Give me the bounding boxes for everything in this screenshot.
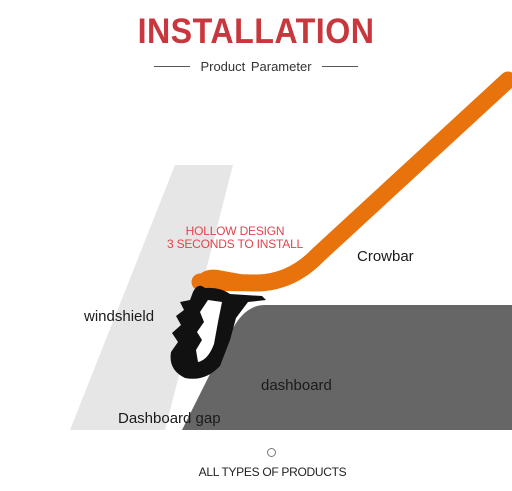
windshield-shape xyxy=(70,165,233,430)
page-title: INSTALLATION xyxy=(137,12,375,51)
crowbar-shape xyxy=(191,71,512,292)
callout-line-2: 3 SECONDS TO INSTALL xyxy=(166,237,304,251)
subtitle-rule-left xyxy=(154,65,191,67)
crowbar-tip-shape xyxy=(195,269,245,287)
dashboard-gap-label: Dashboard gap xyxy=(118,410,221,427)
footer-caption: ALL TYPES OF PRODUCTS xyxy=(198,465,347,479)
subtitle-row: Product Parameter xyxy=(0,57,512,75)
page-subtitle: Product Parameter xyxy=(200,58,312,74)
circle-icon xyxy=(267,448,276,457)
dashboard-label: dashboard xyxy=(261,377,332,394)
dashboard-shape xyxy=(182,305,512,430)
callout-line-1: HOLLOW DESIGN xyxy=(185,224,285,238)
windshield-label: windshield xyxy=(84,308,155,325)
hollow-design-callout: HOLLOW DESIGN 3 SECONDS TO INSTALL xyxy=(160,225,310,251)
seal-strip-shape xyxy=(170,285,266,379)
crowbar-label: Crowbar xyxy=(357,248,414,265)
seal-hollow-shape xyxy=(196,300,222,362)
subtitle-rule-right xyxy=(321,65,358,67)
